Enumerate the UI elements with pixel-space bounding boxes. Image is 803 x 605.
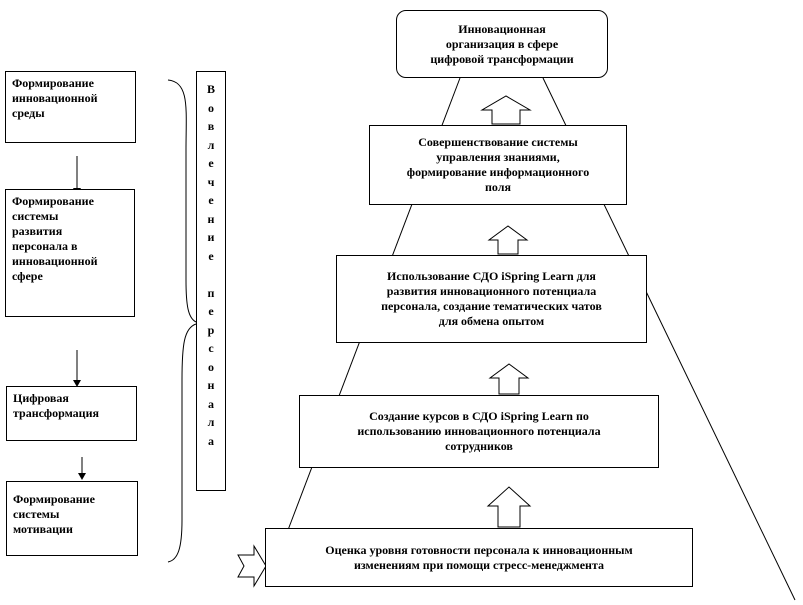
vertical-label-letter: л xyxy=(207,137,215,152)
arrow-down-3 xyxy=(78,457,86,480)
pyramid-level-knowledge-management: Совершенствование системы управления зна… xyxy=(369,125,627,205)
vertical-label-letter: о xyxy=(208,359,214,374)
vertical-label-letter: л xyxy=(207,415,215,429)
vertical-label-letter: е xyxy=(208,248,214,263)
vertical-label-letter: е xyxy=(208,156,214,170)
up-arrow-3 xyxy=(487,225,529,255)
brace-lower xyxy=(167,323,197,563)
up-arrow-2 xyxy=(488,363,530,395)
vertical-label-letter: н xyxy=(207,211,215,226)
brace-upper xyxy=(167,79,197,323)
pyramid-top-innovative-organization: Инновационная организация в сфере цифров… xyxy=(396,10,608,78)
vertical-label-letter: а xyxy=(208,396,214,411)
up-arrow-1 xyxy=(486,486,532,528)
vertical-label-letter: и xyxy=(207,230,215,244)
stage-staff-development-system: Формирование системы развития персонала … xyxy=(5,189,135,317)
vertical-label-letter: о xyxy=(208,100,214,115)
vertical-label-letter: р xyxy=(207,322,215,337)
vertical-label-letter: В xyxy=(206,82,215,96)
vertical-label-letter: ч xyxy=(207,174,215,189)
vertical-label-letter xyxy=(197,265,225,284)
vertical-label-letter: а xyxy=(208,433,214,448)
vertical-label-letter: с xyxy=(208,341,214,355)
pyramid-level-course-creation: Создание курсов в СДО iSpring Learn по и… xyxy=(299,395,659,468)
pyramid-level-readiness-assessment: Оценка уровня готовности персонала к инн… xyxy=(265,528,693,587)
up-arrow-4 xyxy=(480,95,532,125)
stage-digital-transformation: Цифровая трансформация xyxy=(6,386,137,441)
vertical-label-letter: е xyxy=(208,193,214,207)
stage-innovation-environment: Формирование инновационной среды xyxy=(5,71,136,143)
vertical-label-letter: е xyxy=(208,304,214,318)
arrow-down-2 xyxy=(73,350,81,387)
vertical-label-letter: п xyxy=(207,285,215,300)
stage-motivation-system: Формирование системы мотивации xyxy=(6,481,138,556)
pyramid-level-ispring-usage: Использование СДО iSpring Learn для разв… xyxy=(336,255,647,343)
vertical-label-letter: н xyxy=(207,378,215,392)
vertical-label-letter: в xyxy=(207,119,215,133)
right-arrow xyxy=(237,544,267,588)
